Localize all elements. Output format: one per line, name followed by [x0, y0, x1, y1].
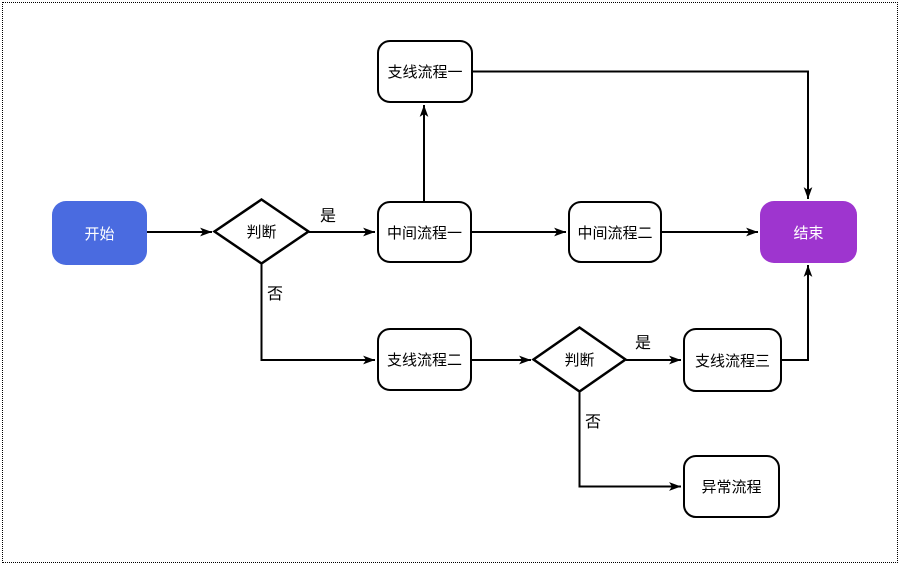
- node-end[interactable]: 结束: [760, 201, 857, 263]
- edge-decision1-branch2-no[interactable]: [260, 264, 376, 365]
- node-start[interactable]: 开始: [52, 201, 147, 265]
- node-mid1-label: 中间流程一: [386, 223, 462, 242]
- edge-branch3-end[interactable]: [782, 265, 813, 361]
- edge-label-decision1-no: 否: [267, 284, 284, 303]
- node-end-label: 结束: [793, 223, 824, 242]
- node-start-label: 开始: [84, 224, 115, 243]
- edge-label-decision2-yes: 是: [635, 333, 652, 352]
- edge-branch1-end[interactable]: [473, 70, 813, 200]
- node-branch2[interactable]: 支线流程二: [377, 328, 472, 391]
- edge-decision2-exception-no[interactable]: [578, 392, 682, 491]
- node-mid1[interactable]: 中间流程一: [377, 201, 472, 263]
- node-branch1-label: 支线流程一: [387, 63, 463, 81]
- node-branch2-label: 支线流程二: [386, 351, 462, 369]
- node-mid2-label: 中间流程二: [577, 223, 653, 242]
- node-mid2[interactable]: 中间流程二: [568, 201, 662, 263]
- node-branch3[interactable]: 支线流程三: [683, 328, 782, 392]
- decision1-diamond-shape[interactable]: [212, 197, 311, 266]
- node-branch3-label: 支线流程三: [694, 351, 770, 370]
- node-exception[interactable]: 异常流程: [683, 455, 780, 518]
- decision2-diamond-shape[interactable]: [531, 325, 628, 394]
- node-exception-label: 异常流程: [701, 478, 762, 496]
- node-branch1[interactable]: 支线流程一: [377, 40, 473, 103]
- edge-label-decision2-no: 否: [585, 412, 602, 431]
- edge-label-decision1-yes: 是: [320, 206, 337, 225]
